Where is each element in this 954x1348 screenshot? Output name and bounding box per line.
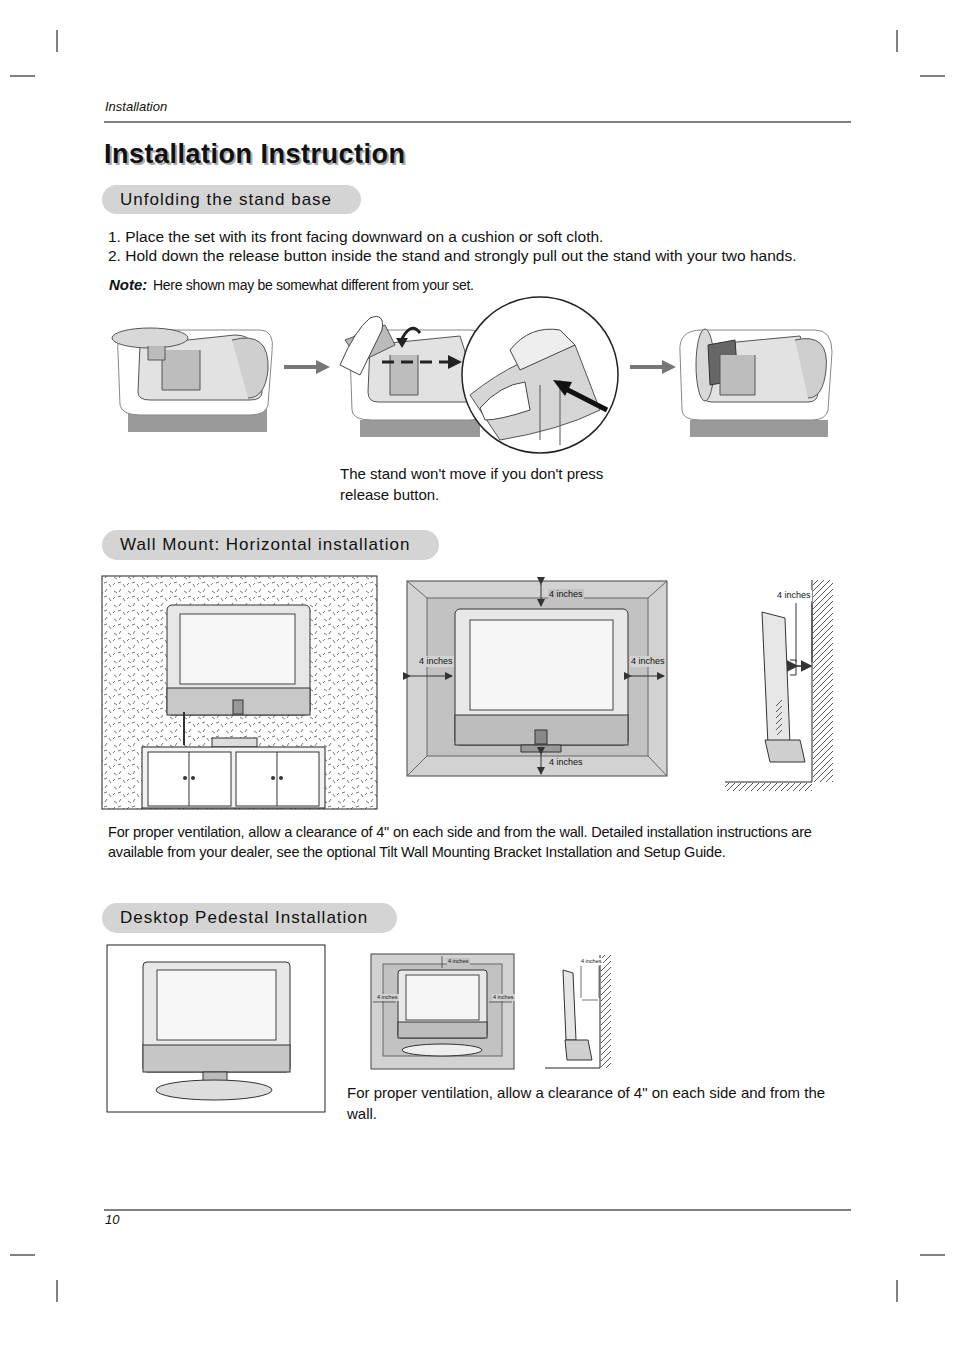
- crop-marks: [10, 30, 945, 1302]
- dimension: 4 inches: [548, 589, 584, 600]
- dimension: 4 inches: [376, 994, 399, 1001]
- wall-clearance-front: [407, 581, 667, 776]
- arrow: [284, 360, 330, 374]
- instruction-step: 1. Place the set with its front facing d…: [108, 227, 603, 246]
- section-heading: Desktop Pedestal Installation: [120, 908, 368, 928]
- dimension: 4 inches: [447, 958, 470, 965]
- desktop-clearance-front: [371, 954, 514, 1069]
- note-text: Here shown may be somewhat different fro…: [153, 277, 474, 295]
- section-pill: Wall Mount: Horizontal installation: [102, 530, 439, 560]
- page-title: Installation Instruction: [104, 138, 406, 172]
- instruction-step: 2. Hold down the release button inside t…: [108, 246, 796, 265]
- dimension: 4 inches: [548, 757, 584, 768]
- dimension: 4 inches: [580, 958, 603, 965]
- section-pill: Unfolding the stand base: [102, 185, 361, 214]
- callout-text: The stand won't move if you don't press …: [340, 463, 610, 505]
- note-label: Note:: [109, 276, 147, 295]
- rules: [104, 122, 851, 1210]
- page-number: 10: [105, 1212, 119, 1228]
- running-header: Installation: [105, 99, 167, 115]
- section-heading: Wall Mount: Horizontal installation: [120, 535, 410, 555]
- wall-mount-scene: [102, 576, 377, 809]
- wall-clearance-side: [725, 580, 833, 791]
- section-pill: Desktop Pedestal Installation: [102, 903, 397, 933]
- desktop-clearance-side: [545, 955, 611, 1068]
- body-text: For proper ventilation, allow a clearanc…: [347, 1083, 847, 1124]
- arrow: [630, 360, 676, 374]
- dimension: 4 inches: [776, 590, 812, 601]
- unfold-step-3: [680, 329, 832, 437]
- dimension: 4 inches: [418, 656, 454, 667]
- dimension: 4 inches: [492, 994, 515, 1001]
- dimension: 4 inches: [630, 656, 666, 667]
- section-heading: Unfolding the stand base: [120, 190, 332, 210]
- unfold-step-1: [112, 328, 273, 432]
- desktop-scene: [107, 945, 325, 1112]
- body-text: For proper ventilation, allow a clearanc…: [108, 822, 843, 862]
- magnifier: [462, 297, 618, 453]
